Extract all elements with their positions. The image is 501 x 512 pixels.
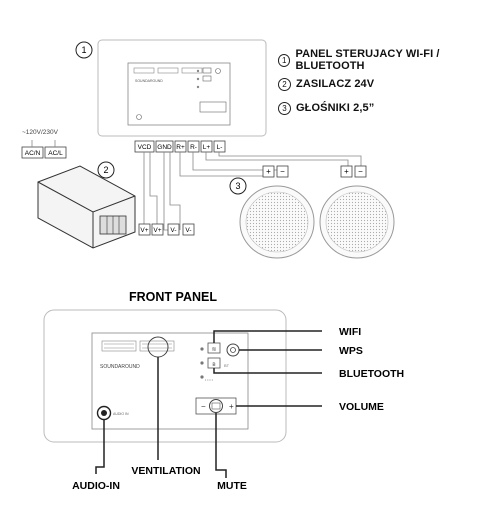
mute-label: MUTE xyxy=(217,480,247,492)
speakers-drawing: 3 + − + − xyxy=(229,165,395,259)
bluetooth-label: BLUETOOTH xyxy=(339,368,404,380)
panel-terminal-strip: VCD GND R+ R- L+ L- xyxy=(134,140,226,153)
terminal-l-plus: L+ xyxy=(203,144,211,151)
audio-in-label: AUDIO-IN xyxy=(72,480,120,492)
bt-small-label: BT xyxy=(224,363,230,368)
svg-text:• • • •: • • • • xyxy=(205,378,214,382)
svg-text:ʙ: ʙ xyxy=(212,362,215,368)
legend-item-panel: 1 PANEL STERUJACY WI-FI / BLUETOOTH xyxy=(278,48,501,72)
psu-v-plus-1: V+ xyxy=(140,227,148,234)
audio-in-small-label: AUDIO IN xyxy=(113,412,129,416)
terminal-l-minus: L- xyxy=(217,144,223,151)
psu-v-minus-1: V- xyxy=(170,227,176,234)
ac-n-terminal: AC/N xyxy=(25,150,41,157)
terminal-vcd: VCD xyxy=(138,144,152,151)
volume-label: VOLUME xyxy=(339,401,384,413)
terminal-r-minus: R- xyxy=(190,144,197,151)
legend-number-1: 1 xyxy=(278,53,291,67)
mains-input: ~120V/230V AC/N AC/L xyxy=(21,129,67,159)
ventilation-label: VENTILATION xyxy=(131,465,200,477)
speaker1-plus: + xyxy=(266,167,271,176)
svg-text:+: + xyxy=(229,402,234,411)
callout-panel: 1 xyxy=(81,45,86,55)
psu-terminal-strip: V+ V+ V- V- xyxy=(138,223,195,236)
terminal-gnd: GND xyxy=(157,144,172,151)
speaker1-minus: − xyxy=(280,167,285,176)
wps-label: WPS xyxy=(339,345,363,357)
legend-text-psu: ZASILACZ 24V xyxy=(296,78,375,90)
front-panel-drawing: SOUNDAROUND ≋ ʙ BT • • • • − + AUDIO IN xyxy=(43,309,287,443)
legend-item-speakers: 3 GŁOŚNIKI 2,5” xyxy=(278,100,374,116)
wifi-label: WIFI xyxy=(339,326,361,338)
terminal-r-plus: R+ xyxy=(176,144,185,151)
psu-v-plus-2: V+ xyxy=(153,227,161,234)
control-panel-drawing: 1 SOUNDAROUND xyxy=(75,39,267,137)
power-supply-drawing: 2 xyxy=(37,161,136,249)
callout-psu: 2 xyxy=(103,165,108,175)
legend-number-3: 3 xyxy=(278,101,291,115)
front-panel-leaders xyxy=(95,330,322,478)
speaker2-minus: − xyxy=(358,167,363,176)
panel-brand-small: SOUNDAROUND xyxy=(135,79,163,83)
psu-v-minus-2: V- xyxy=(185,227,191,234)
mains-voltage: ~120V/230V xyxy=(22,129,59,136)
legend-text-panel: PANEL STERUJACY WI-FI / BLUETOOTH xyxy=(295,48,440,72)
svg-text:≋: ≋ xyxy=(211,347,216,353)
front-panel-title: FRONT PANEL xyxy=(129,290,217,304)
callout-speakers: 3 xyxy=(235,181,240,191)
speaker2-plus: + xyxy=(344,167,349,176)
svg-text:−: − xyxy=(201,402,206,411)
legend-item-psu: 2 ZASILACZ 24V xyxy=(278,76,374,92)
front-panel-brand: SOUNDAROUND xyxy=(100,364,140,370)
legend-number-2: 2 xyxy=(278,77,291,91)
ac-l-terminal: AC/L xyxy=(48,150,63,157)
legend-text-speakers: GŁOŚNIKI 2,5” xyxy=(296,102,375,114)
